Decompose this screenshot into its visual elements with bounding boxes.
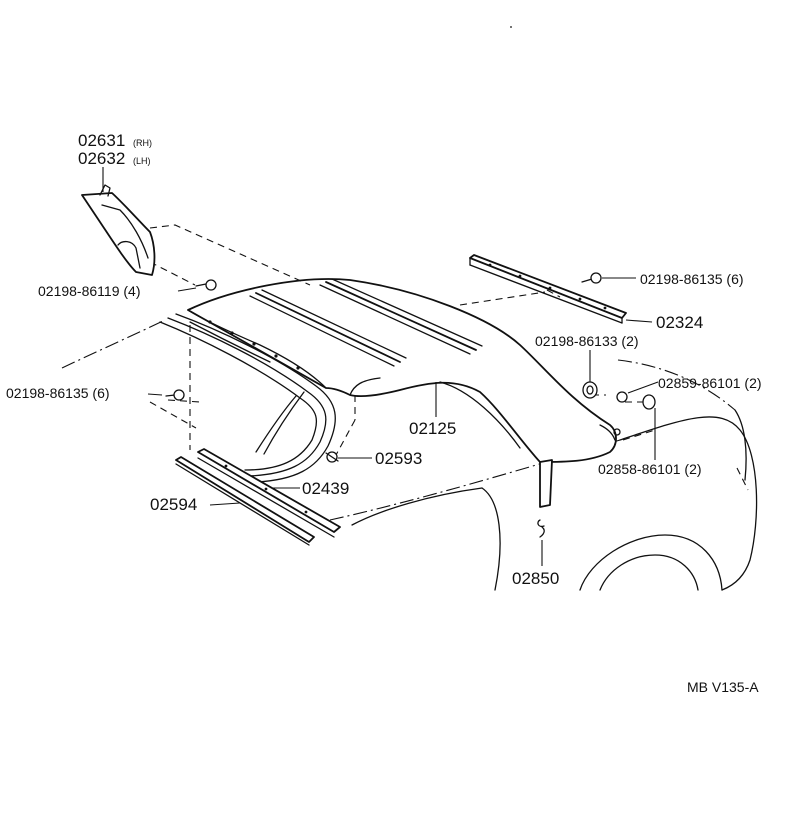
fasteners xyxy=(165,272,656,463)
rail-02324 xyxy=(469,254,627,324)
label-02593: 02593 xyxy=(375,449,422,468)
label-02632-side: (LH) xyxy=(133,156,151,166)
label-02631-side: (RH) xyxy=(133,138,152,148)
soft-top-02125 xyxy=(187,278,621,463)
label-02324: 02324 xyxy=(656,313,703,332)
side-window-frame xyxy=(159,313,336,483)
label-02198-86135-left: 02198-86135 (6) xyxy=(6,385,110,401)
label-02439: 02439 xyxy=(302,479,349,498)
label-02632: 02632 xyxy=(78,149,125,168)
label-02850: 02850 xyxy=(512,569,559,588)
label-02594: 02594 xyxy=(150,495,197,514)
diagram-code: MB V135-A xyxy=(687,679,759,695)
rod-02850 xyxy=(537,459,553,538)
strip-02439 xyxy=(197,448,341,538)
label-02198-86133: 02198-86133 (2) xyxy=(535,333,639,349)
label-02198-86135-right: 02198-86135 (6) xyxy=(640,271,744,287)
label-02858-86101: 02858-86101 (2) xyxy=(598,461,702,477)
label-02198-86119: 02198-86119 (4) xyxy=(38,283,140,299)
label-02125: 02125 xyxy=(409,419,456,438)
strip-02594 xyxy=(175,456,315,546)
speck xyxy=(510,26,512,28)
label-02859-86101: 02859-86101 (2) xyxy=(658,375,762,391)
quarter-trim-02631 xyxy=(81,184,156,276)
car-body-outline xyxy=(61,319,758,591)
label-02631: 02631 xyxy=(78,131,125,150)
part-labels: 02631 (RH) 02632 (LH) 02198-86119 (4) 02… xyxy=(6,131,762,695)
roof-rails xyxy=(249,278,483,367)
leader-lines xyxy=(102,167,659,566)
